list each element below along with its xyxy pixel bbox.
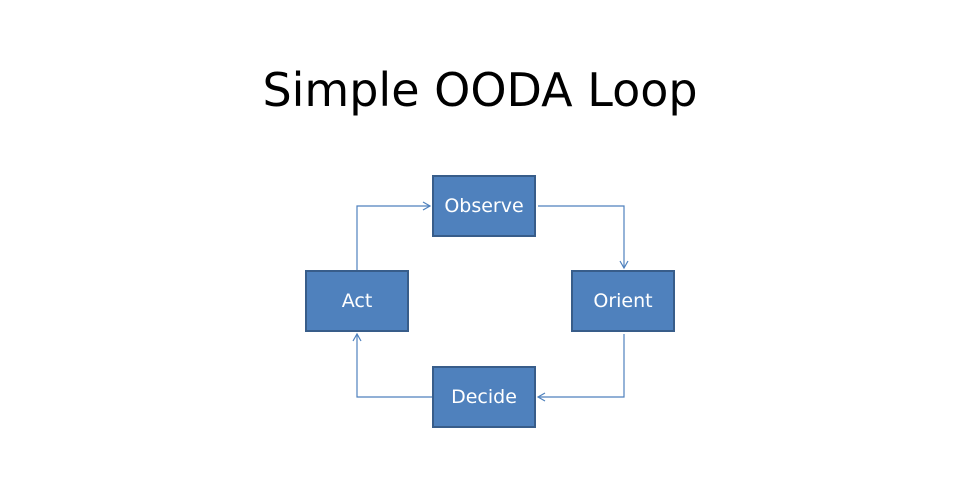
- decide-label: Decide: [451, 386, 517, 408]
- orient-label: Orient: [593, 290, 653, 312]
- decide-box: Decide: [432, 366, 536, 428]
- arrow-observe-to-orient: [538, 205, 629, 270]
- orient-box: Orient: [571, 270, 675, 332]
- slide-title: Simple OODA Loop: [262, 63, 698, 117]
- act-label: Act: [341, 290, 373, 312]
- observe-box: Observe: [432, 175, 536, 237]
- arrow-orient-to-decide: [536, 334, 625, 402]
- observe-label: Observe: [444, 195, 524, 217]
- arrow-act-to-observe: [356, 201, 432, 270]
- arrow-decide-to-act: [352, 332, 432, 398]
- act-box: Act: [305, 270, 409, 332]
